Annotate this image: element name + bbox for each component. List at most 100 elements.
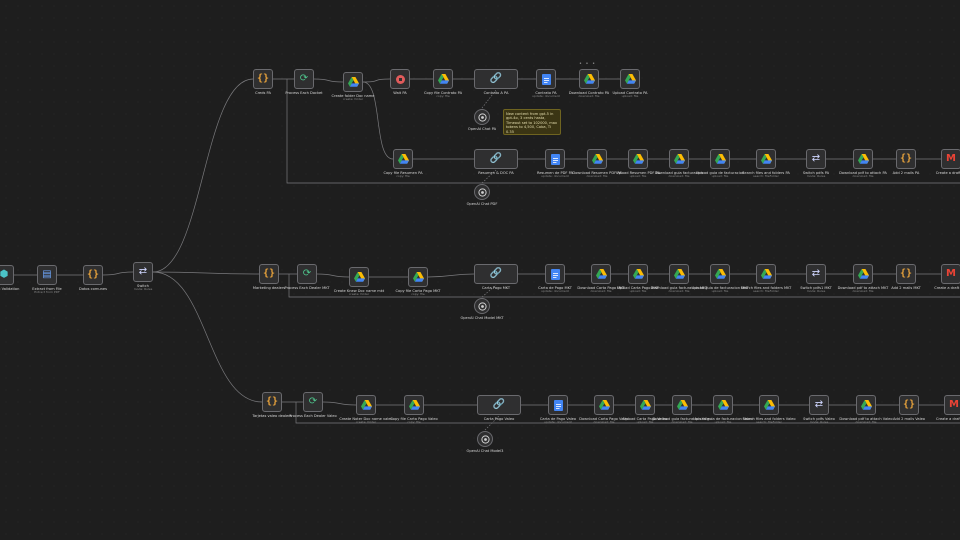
node-switch-valeo[interactable]: ⇄ [809, 395, 829, 415]
google-docs-icon [541, 73, 551, 85]
node-subtitle: download: file [668, 289, 690, 294]
node-oa-valeo[interactable] [477, 431, 493, 447]
node-label: Cortex Validation [0, 287, 36, 291]
node-ai-contrato[interactable]: 🔗 [474, 69, 518, 89]
node-subtitle: upload: file [621, 94, 639, 99]
node-copy-contrato-pa[interactable] [433, 69, 453, 89]
node-add2-valeo[interactable]: {} [899, 395, 919, 415]
node-loop-mkt[interactable]: ⟳ [297, 264, 317, 284]
node-up-contrato-pa[interactable] [620, 69, 640, 89]
node-dl-carta-valeo[interactable] [594, 395, 614, 415]
node-title: Download Carta Pago Valeo [579, 417, 629, 421]
node-resumen-pdf[interactable] [545, 149, 565, 169]
node-search-pa[interactable] [756, 149, 776, 169]
node-up-fact-pa[interactable] [710, 149, 730, 169]
node-options-dots[interactable]: • • • [579, 61, 597, 67]
node-oa-mkt[interactable] [474, 298, 490, 314]
node-carta-valeo[interactable] [548, 395, 568, 415]
node-up-resumen[interactable] [628, 149, 648, 169]
node-title: Search files and folders MKT [740, 286, 792, 290]
node-contrato-pa[interactable] [536, 69, 556, 89]
node-folder-valeo[interactable] [356, 395, 376, 415]
node-copy-resumen-pa[interactable] [393, 149, 413, 169]
node-creds-pa[interactable]: {} [253, 69, 273, 89]
switch-icon: ⇄ [814, 399, 824, 410]
sticky-note[interactable]: New content from gpt-5 in gpt-4o, 3 cent… [503, 109, 561, 135]
openai-icon [477, 112, 487, 122]
code-braces-icon: {} [86, 269, 100, 280]
node-draft-mkt[interactable]: M [941, 264, 960, 284]
google-drive-icon [857, 269, 869, 279]
node-title: Process Each Dealer MKT [284, 286, 330, 290]
node-add2-pa[interactable]: {} [896, 149, 916, 169]
node-loop-valeo[interactable]: ⟳ [303, 392, 323, 412]
node-subtitle: create: folder [348, 292, 370, 297]
node-copy-mkt[interactable] [408, 267, 428, 287]
node-dl-attach-valeo[interactable] [856, 395, 876, 415]
node-label: Datos comunes [61, 287, 125, 291]
node-marketing[interactable]: {} [259, 264, 279, 284]
node-validate[interactable]: ⬢ [0, 265, 14, 285]
ai-agent-icon: 🔗 [492, 399, 506, 410]
node-title: Add 2 mails MKT [891, 286, 921, 290]
node-folder-pa[interactable] [343, 72, 363, 92]
code-braces-icon: {} [899, 268, 913, 279]
node-carta-mkt[interactable] [545, 264, 565, 284]
node-switch-pa[interactable]: ⇄ [806, 149, 826, 169]
node-label: Add 2 mails MKT [874, 286, 938, 290]
node-add2-mkt[interactable]: {} [896, 264, 916, 284]
node-ai-resumen[interactable]: 🔗 [474, 149, 518, 169]
node-title: OpenAI Chat PDF [466, 202, 498, 206]
node-dl-contrato-pa[interactable] [579, 69, 599, 89]
node-oa-pa[interactable] [474, 109, 490, 125]
google-drive-icon [397, 154, 409, 164]
node-dl-carta-mkt[interactable] [591, 264, 611, 284]
node-title: Copy file Contrato PA [423, 91, 463, 95]
node-subtitle: create: folder [355, 420, 377, 425]
node-copy-valeo[interactable] [404, 395, 424, 415]
node-title: Create folder Doc name [331, 94, 375, 98]
node-label: Create a draft MKT [919, 286, 960, 290]
node-label: OpenAI Chat PA [450, 127, 514, 131]
node-tarjetas[interactable]: {} [262, 392, 282, 412]
node-dl-attach-mkt[interactable] [853, 264, 873, 284]
google-docs-icon [553, 399, 563, 411]
node-draft-valeo[interactable]: M [944, 395, 960, 415]
node-subtitle: upload: file [711, 289, 729, 294]
node-search-mkt[interactable] [756, 264, 776, 284]
node-draft-pa[interactable]: M [941, 149, 960, 169]
node-title: Carta de Pago MKT [538, 286, 572, 290]
node-switch[interactable]: ⇄ [133, 262, 153, 282]
node-search-valeo[interactable] [759, 395, 779, 415]
node-dl-fact-mkt[interactable] [669, 264, 689, 284]
wire [316, 273, 350, 278]
node-dl-fact-pa[interactable] [669, 149, 689, 169]
node-wait-pa[interactable] [390, 69, 410, 89]
node-loop-pa[interactable]: ⟳ [294, 69, 314, 89]
node-subtitle: update: document [541, 289, 569, 294]
node-up-fact-mkt[interactable] [710, 264, 730, 284]
node-datos-comunes[interactable]: {} [83, 265, 103, 285]
node-dl-fact-valeo[interactable] [672, 395, 692, 415]
node-folder-mkt[interactable] [349, 267, 369, 287]
wire [152, 271, 263, 403]
node-title: Download pdf to attach Valeo [839, 417, 893, 421]
node-dl-attach-pa[interactable] [853, 149, 873, 169]
code-braces-icon: {} [265, 396, 279, 407]
node-up-carta-valeo[interactable] [635, 395, 655, 415]
node-dl-resumen[interactable] [587, 149, 607, 169]
node-up-carta-mkt[interactable] [628, 264, 648, 284]
node-extract[interactable]: ▤ [37, 265, 57, 285]
node-switch-mkt[interactable]: ⇄ [806, 264, 826, 284]
node-subtitle: upload: file [711, 174, 729, 179]
node-oa-pdf[interactable] [474, 184, 490, 200]
node-ai-valeo[interactable]: 🔗 [477, 395, 521, 415]
node-ai-mkt[interactable]: 🔗 [474, 264, 518, 284]
node-up-fact-valeo[interactable] [713, 395, 733, 415]
